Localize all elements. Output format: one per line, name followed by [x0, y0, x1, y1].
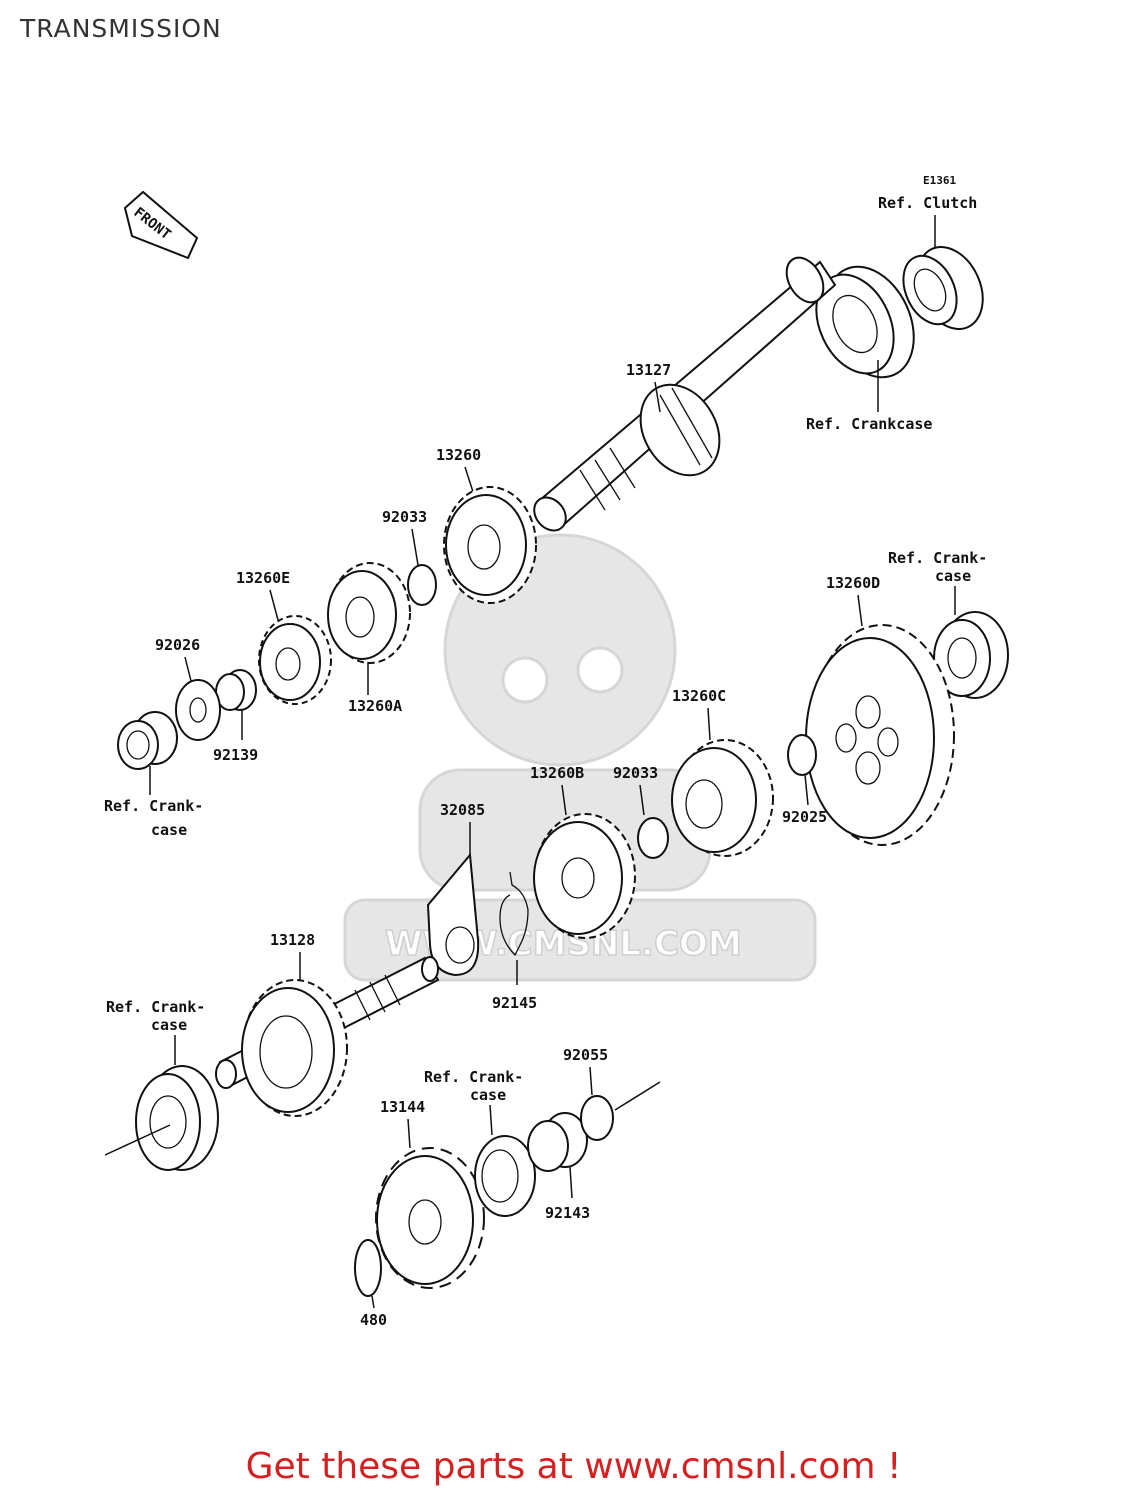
- transmission-diagram: WWW.CMSNL.COM FRONT E1361 Ref. Clutch Re…: [104, 174, 1009, 1329]
- sprocket-13144: [375, 1147, 485, 1289]
- oil-seal: [474, 1135, 536, 1217]
- washer-92026: [175, 679, 221, 741]
- circlip-92033-a: [407, 564, 437, 606]
- gear-13260A: [327, 562, 411, 664]
- part-92026-label: 92026: [155, 636, 200, 654]
- ref-crankcase-right-label-2: case: [935, 567, 971, 585]
- watermark-mascot: [343, 533, 817, 982]
- part-13127-label: 13127: [626, 361, 671, 379]
- ref-crankcase-top-label: Ref. Crankcase: [806, 415, 932, 433]
- part-13260E-label: 13260E: [236, 569, 290, 587]
- washer-92025: [787, 734, 817, 776]
- plate-32085: [426, 852, 480, 977]
- diagram-code: E1361: [923, 174, 956, 187]
- part-32085-label: 32085: [440, 801, 485, 819]
- ref-crankcase-bottom-label-1: Ref. Crank-: [424, 1068, 523, 1086]
- part-480-label: 480: [360, 1311, 387, 1329]
- crankcase-bearing-right: [933, 611, 1009, 699]
- collar-92143: [527, 1112, 588, 1172]
- part-13260A-label: 13260A: [348, 697, 402, 715]
- spring-92145: [499, 871, 529, 957]
- output-shaft-13128: [215, 956, 440, 1117]
- gear-13260: [443, 486, 537, 604]
- clutch-bearing: [902, 246, 984, 330]
- circlip-480: [354, 1239, 382, 1297]
- crankcase-bearing-top: [815, 265, 915, 379]
- part-92145-label: 92145: [492, 994, 537, 1012]
- gear-13260B: [533, 813, 636, 939]
- gear-13260E: [258, 615, 332, 705]
- footer-promo-text[interactable]: Get these parts at www.cmsnl.com !: [245, 1446, 902, 1487]
- part-92033-a-label: 92033: [382, 508, 427, 526]
- ref-crankcase-left-label-2: case: [151, 821, 187, 839]
- gear-13260C: [671, 739, 774, 857]
- ref-crankcase-right-label-1: Ref. Crank-: [888, 549, 987, 567]
- bushing-92139: [215, 669, 257, 711]
- part-92139-label: 92139: [213, 746, 258, 764]
- part-13260D-label: 13260D: [826, 574, 880, 592]
- crankcase-bearing-lower-left: [135, 1065, 219, 1171]
- front-arrow-icon: FRONT: [123, 190, 199, 260]
- part-13260-label: 13260: [436, 446, 481, 464]
- part-92033-b-label: 92033: [613, 764, 658, 782]
- ref-crankcase-lower-label-1: Ref. Crank-: [106, 998, 205, 1016]
- part-13260C-label: 13260C: [672, 687, 726, 705]
- gear-13260D: [805, 624, 955, 846]
- part-13128-label: 13128: [270, 931, 315, 949]
- part-13260B-label: 13260B: [530, 764, 584, 782]
- ref-crankcase-bottom-label-2: case: [470, 1086, 506, 1104]
- ref-crankcase-lower-label-2: case: [151, 1016, 187, 1034]
- part-92055-label: 92055: [563, 1046, 608, 1064]
- page-title: TRANSMISSION: [20, 14, 222, 43]
- needle-bearing-left: [117, 711, 178, 770]
- ref-crankcase-left-label-1: Ref. Crank-: [104, 797, 203, 815]
- circlip-92033-b: [637, 817, 669, 859]
- ref-clutch-label: Ref. Clutch: [878, 194, 977, 212]
- input-shaft-13127: [533, 256, 837, 532]
- o-ring-92055: [580, 1095, 614, 1141]
- part-92143-label: 92143: [545, 1204, 590, 1222]
- part-13144-label: 13144: [380, 1098, 425, 1116]
- part-92025-label: 92025: [782, 808, 827, 826]
